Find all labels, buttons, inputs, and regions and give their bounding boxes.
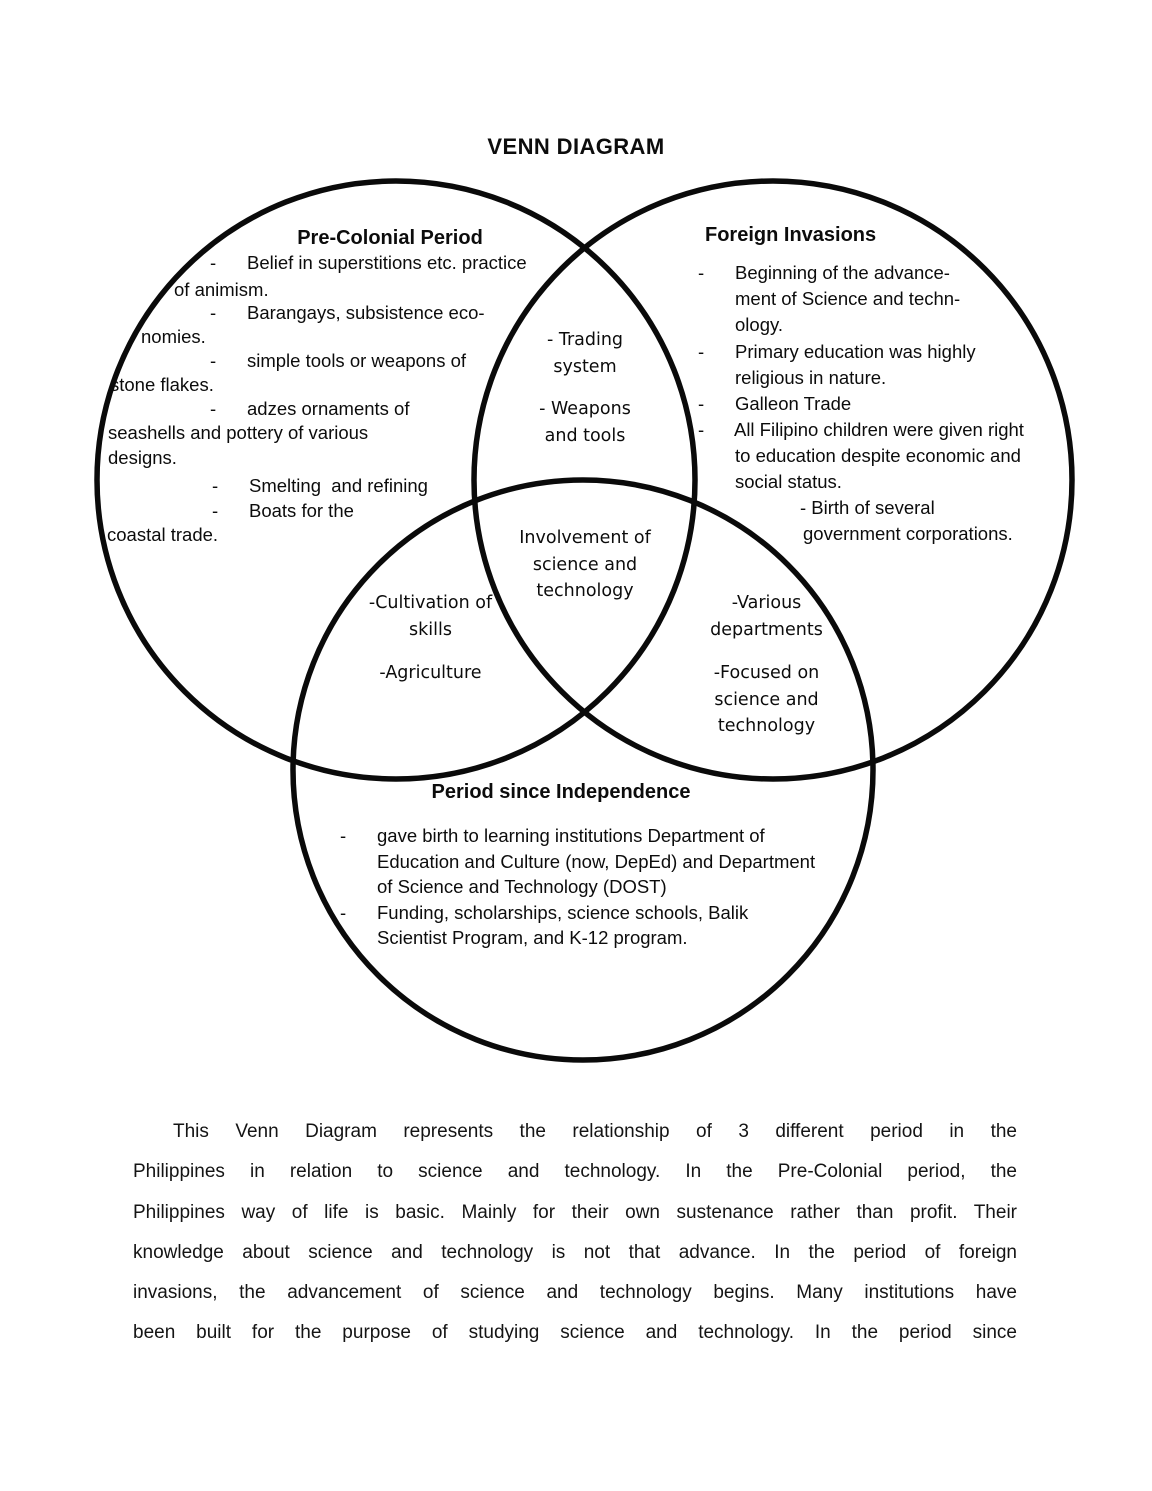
paragraph-line-1: This Venn Diagram represents the relatio… (173, 1121, 1017, 1142)
foreign-bullet-5a: - Birth of several (800, 497, 935, 518)
independence-heading: Period since Independence (431, 781, 691, 803)
paragraph-line-5: invasions, the advancement of science an… (133, 1282, 1017, 1304)
paragraph-line-4: knowledge about science and technology i… (133, 1241, 1017, 1263)
page-title: VENN DIAGRAM (487, 134, 665, 159)
independence-bullet-2a: - Funding, scholarships, science schools… (340, 902, 749, 923)
precolonial-bullet-6b: coastal trade. (107, 524, 219, 545)
foreign-bullet-2b: religious in nature. (735, 367, 887, 388)
intersection-departments: -Various departments (710, 593, 823, 640)
independence-circle (290, 477, 876, 1063)
foreign-bullet-4c: social status. (735, 471, 842, 492)
precolonial-bullet-2b: nomies. (141, 326, 206, 347)
precolonial-heading: Pre-Colonial Period (297, 227, 483, 249)
paragraph-line-2: Philippines in relation to science and t… (133, 1161, 1017, 1183)
paragraph-line-3: Philippines way of life is basic. Mainly… (133, 1201, 1017, 1223)
independence-bullet-2b: Scientist Program, and K-12 program. (377, 927, 688, 948)
precolonial-circle (94, 178, 698, 782)
independence-bullet-1b: Education and Culture (now, DepEd) and D… (377, 851, 816, 872)
precolonial-bullet-4b: seashells and pottery of various (108, 422, 369, 443)
precolonial-bullet-4c: designs. (108, 447, 177, 468)
foreign-heading: Foreign Invasions (705, 224, 877, 246)
intersection-trading: - Trading system (546, 330, 624, 377)
body-paragraph: This Venn Diagram represents the relatio… (133, 1112, 1017, 1354)
foreign-bullet-5b: government corporations. (803, 523, 1013, 544)
precolonial-bullet-1b: of animism. (174, 279, 269, 300)
precolonial-bullet-2a: - Barangays, subsistence eco- (210, 302, 485, 323)
precolonial-bullet-3b: stone flakes. (110, 374, 214, 395)
precolonial-bullet-4a: - adzes ornaments of (210, 398, 410, 419)
foreign-bullet-2a: - Primary education was highly (698, 341, 976, 362)
foreign-bullet-4b: to education despite economic and (735, 445, 1021, 466)
foreign-bullet-4a: - All Filipino children were given right (698, 419, 1024, 440)
foreign-circle (471, 178, 1075, 782)
precolonial-bullet-6a: - Boats for the (212, 500, 354, 521)
foreign-bullet-1c: ology. (735, 314, 783, 335)
foreign-bullet-3: - Galleon Trade (698, 393, 852, 414)
center-involvement: Involvement of science and technology (519, 528, 651, 601)
precolonial-bullet-5: - Smelting and refining (212, 475, 428, 496)
precolonial-bullet-1a: - Belief in superstitions etc. practice (210, 252, 527, 273)
foreign-bullet-1a: - Beginning of the advance- (698, 262, 950, 283)
precolonial-bullet-3a: - simple tools or weapons of (210, 350, 467, 371)
intersection-weapons: - Weapons and tools (539, 399, 631, 446)
intersection-cultivation: -Cultivation of skills (368, 593, 493, 640)
paragraph-line-6: been built for the purpose of studying s… (133, 1322, 1017, 1344)
intersection-focused: -Focused on science and technology (713, 663, 820, 736)
intersection-agriculture: -Agriculture (379, 663, 482, 683)
independence-bullet-1a: - gave birth to learning institutions De… (340, 825, 765, 846)
independence-bullet-1c: of Science and Technology (DOST) (377, 876, 667, 897)
foreign-bullet-1b: ment of Science and techn- (735, 288, 961, 309)
